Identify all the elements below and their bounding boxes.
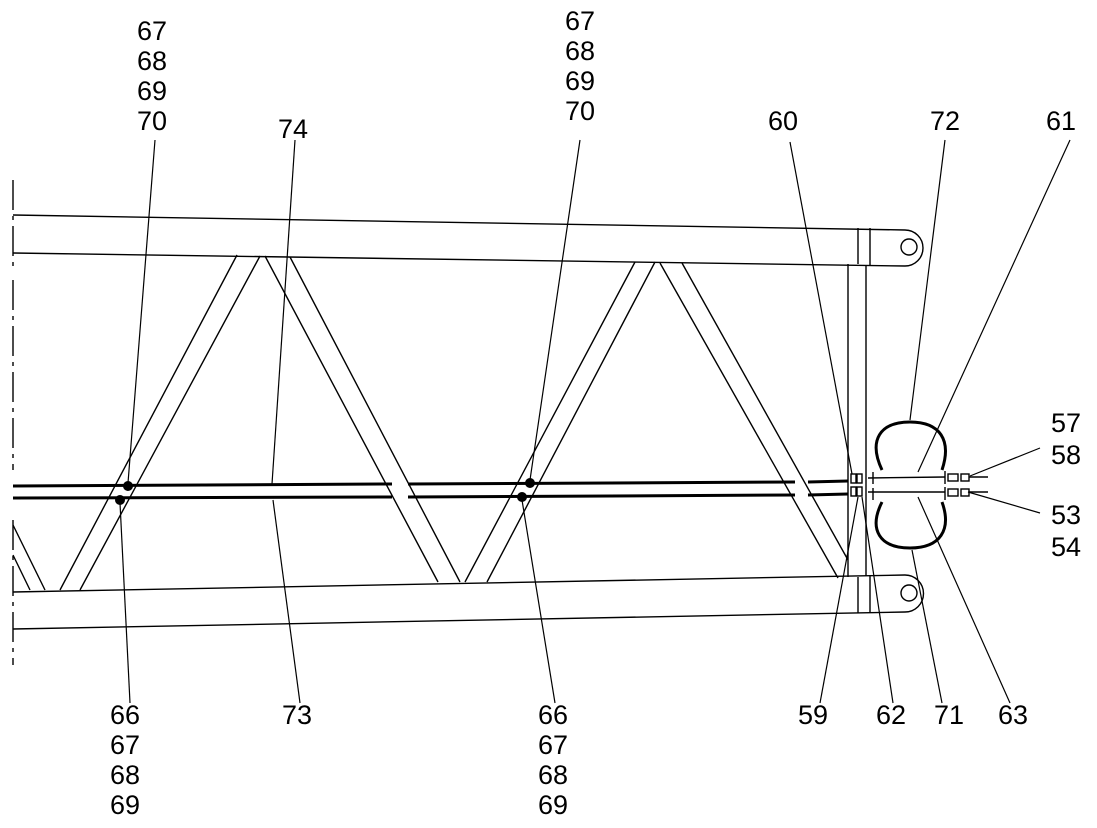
label-61: 61 (1046, 106, 1077, 136)
reference-label: 67 (565, 6, 596, 36)
label-72: 72 (930, 106, 961, 136)
lattice-diagonals (12, 254, 849, 591)
reference-label: 69 (538, 790, 569, 820)
reference-label: 67 (137, 16, 168, 46)
label-stack-top-middle: 67 68 69 70 (565, 6, 595, 126)
label-stack-bottom-left: 66 67 68 69 (110, 700, 140, 820)
reference-label: 69 (110, 790, 141, 820)
cable-loop (874, 420, 947, 550)
bottom-chord (12, 574, 925, 630)
label-60: 60 (768, 106, 799, 136)
label-54: 54 (1051, 532, 1082, 562)
reference-label: 67 (110, 730, 141, 760)
reference-label: 70 (137, 106, 168, 136)
label-73: 73 (282, 700, 313, 730)
label-74: 74 (278, 114, 309, 144)
reference-label: 69 (137, 76, 168, 106)
label-stack-top-left: 67 68 69 70 (137, 16, 167, 136)
label-57: 57 (1051, 408, 1082, 438)
cable-lines (12, 471, 988, 500)
label-59: 59 (798, 700, 829, 730)
leader-lines (119, 139, 1071, 704)
clamp-dots (115, 478, 535, 505)
reference-label: 70 (565, 96, 596, 126)
label-58: 58 (1051, 440, 1082, 470)
reference-label: 69 (565, 66, 596, 96)
connector-cluster (850, 473, 863, 497)
reference-label: 68 (110, 760, 141, 790)
label-53: 53 (1051, 500, 1082, 530)
label-62: 62 (876, 700, 907, 730)
label-71: 71 (934, 700, 965, 730)
reference-label: 68 (538, 760, 569, 790)
reference-label: 66 (538, 700, 569, 730)
label-63: 63 (998, 700, 1029, 730)
reference-label: 68 (137, 46, 168, 76)
label-stack-bottom-middle: 66 67 68 69 (538, 700, 568, 820)
reference-label: 67 (538, 730, 569, 760)
top-chord (12, 214, 924, 267)
end-post (847, 264, 867, 577)
reference-label: 66 (110, 700, 141, 730)
reference-label: 68 (565, 36, 596, 66)
